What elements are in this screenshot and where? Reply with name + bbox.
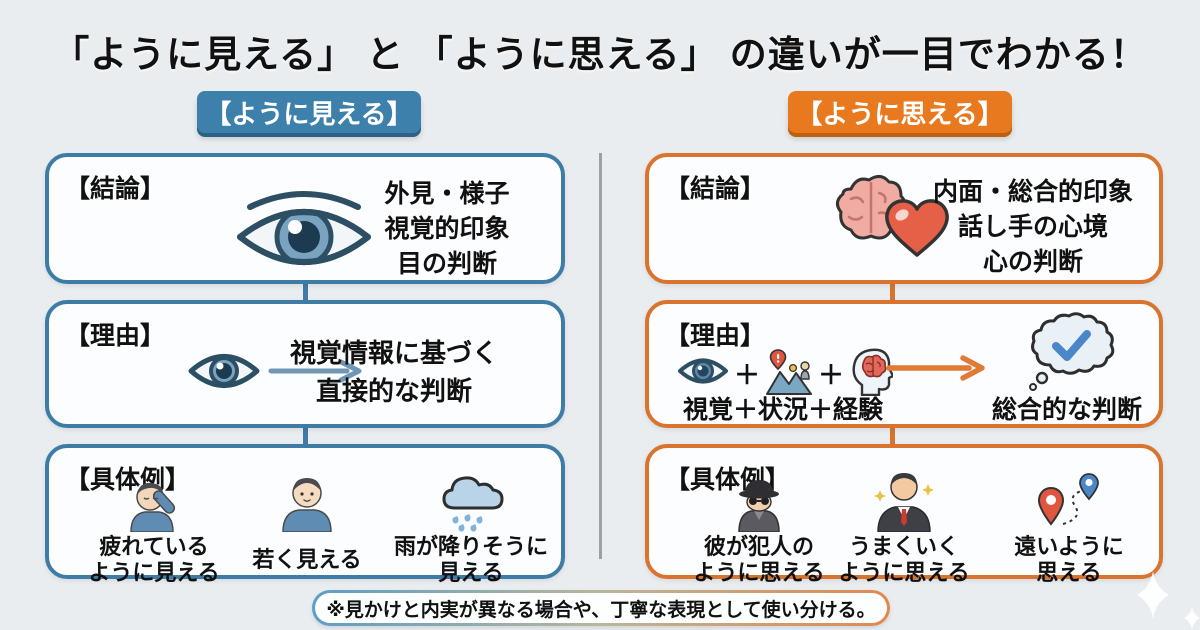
example-item: 雨が降りそうに 見える xyxy=(381,470,561,588)
left-conclusion-box: 【結論】 外見・様子 視覚的印象 目の判断 xyxy=(45,153,565,284)
page-title: 「ように見える」 と 「ように思える」 の違いが一目でわかる！ xyxy=(52,34,1148,75)
right-examples-box: 【具体例】 彼が犯人の ように思える xyxy=(645,444,1163,585)
example-text: うまくいく ように思える xyxy=(838,534,970,585)
badge-youni-omoeru: 【ように思える】 xyxy=(788,91,1012,133)
reason-formula-text: 視覚＋状況＋経験 xyxy=(682,396,883,424)
eye-icon xyxy=(677,354,729,393)
plus-sign: ＋ xyxy=(734,360,761,390)
right-arrow-icon xyxy=(885,354,991,387)
thought-cloud-check-icon xyxy=(1025,310,1117,397)
left-examples-box: 【具体例】 疲れている ように見える xyxy=(45,444,565,585)
badge-youni-mieru: 【ように見える】 xyxy=(197,91,421,133)
conclusion-text: 内面・総合的印象 話し手の心境 心の判断 xyxy=(932,178,1133,276)
map-pins-route-icon xyxy=(1037,470,1101,532)
example-item: 彼が犯人の ように思える xyxy=(674,470,844,588)
example-item: 疲れている ように見える xyxy=(69,470,239,588)
example-item: 遠いように 思える xyxy=(979,470,1159,588)
section-label: 【理由】 xyxy=(665,322,766,350)
businessman-sparkle-icon xyxy=(871,470,937,532)
example-item: うまくいく ように思える xyxy=(819,470,989,588)
eye-icon xyxy=(234,177,374,278)
example-text: 若く見える xyxy=(252,547,362,572)
right-reason-box: 【理由】 ＋ ＋ xyxy=(645,300,1163,428)
column-divider xyxy=(599,153,602,559)
reason-result-text: 総合的な判断 xyxy=(991,396,1142,424)
example-text: 雨が降りそうに 見える xyxy=(393,534,548,585)
example-text: 彼が犯人の ように思える xyxy=(693,534,825,585)
landscape-pin-icon xyxy=(765,346,813,401)
detective-icon xyxy=(730,470,788,532)
connector-line xyxy=(303,427,308,444)
footer-note-text: ※見かけと内実が異なる場合や、丁寧な表現として使い分ける。 xyxy=(315,593,887,623)
footer-note-pill: ※見かけと内実が異なる場合や、丁寧な表現として使い分ける。 xyxy=(312,590,890,626)
rain-cloud-icon xyxy=(435,470,507,532)
head-brain-icon xyxy=(849,346,895,401)
section-label: 【結論】 xyxy=(665,175,766,203)
brain-heart-icon xyxy=(821,169,953,278)
conclusion-text: 外見・様子 視覚的印象 目の判断 xyxy=(384,180,510,278)
tired-person-icon xyxy=(123,470,185,532)
reason-text: 視覚情報に基づく 直接的な判断 xyxy=(289,338,498,406)
sparkle-icon xyxy=(1128,570,1178,625)
right-arrow-icon xyxy=(267,358,367,389)
young-person-icon xyxy=(276,470,338,532)
example-text: 疲れている ように見える xyxy=(88,534,220,585)
connector-line xyxy=(890,427,895,444)
left-reason-box: 【理由】 視覚情報に基づく 直接的な判断 xyxy=(45,300,565,428)
sparkle-icon xyxy=(1180,606,1200,630)
plus-sign: ＋ xyxy=(818,360,845,390)
section-label: 【理由】 xyxy=(65,322,166,350)
example-text: 遠いように 思える xyxy=(1014,534,1124,585)
eye-icon xyxy=(187,348,261,399)
connector-line xyxy=(890,283,895,300)
connector-line xyxy=(303,283,308,300)
right-conclusion-box: 【結論】 内面・総合的印象 話し手の心境 心の判断 xyxy=(645,153,1163,284)
section-label: 【具体例】 xyxy=(65,466,191,494)
section-label: 【結論】 xyxy=(65,175,166,203)
reason-formula-icons: ＋ ＋ xyxy=(677,346,895,401)
example-item: 若く見える xyxy=(222,470,392,588)
